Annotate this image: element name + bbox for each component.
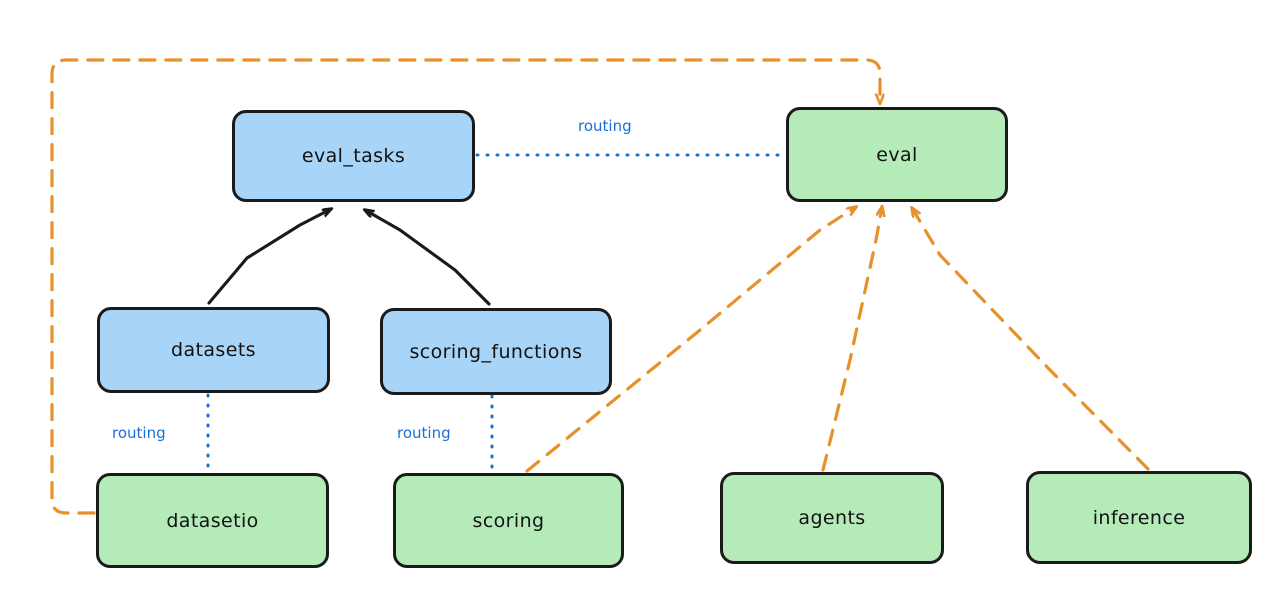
edge-scoring-to-eval [525, 207, 856, 473]
node-label-scoring: scoring [472, 509, 545, 532]
node-eval-tasks[interactable]: eval_tasks [232, 110, 475, 202]
edge-scoring-functions-to-eval-tasks [365, 210, 491, 306]
node-eval[interactable]: eval [786, 107, 1008, 202]
node-label-eval-tasks: eval_tasks [301, 145, 406, 167]
edge-inference-to-eval [912, 208, 1150, 471]
node-label-datasets: datasets [171, 339, 256, 361]
node-label-eval: eval [876, 143, 918, 166]
node-agents[interactable]: agents [720, 472, 944, 564]
node-scoring-functions[interactable]: scoring_functions [380, 308, 612, 395]
edge-label-routing-scoring: routing [397, 424, 451, 442]
node-label-inference: inference [1092, 506, 1186, 529]
edge-label-routing-eval: routing [578, 117, 632, 135]
edge-label-routing-datasets: routing [112, 424, 166, 442]
node-label-datasetio: datasetio [166, 509, 259, 532]
node-scoring[interactable]: scoring [393, 473, 624, 568]
node-label-scoring-functions: scoring_functions [409, 340, 583, 363]
node-datasetio[interactable]: datasetio [96, 473, 329, 568]
node-label-agents: agents [798, 507, 866, 529]
edge-datasetio-to-eval [50, 58, 880, 515]
edge-datasets-to-eval-tasks [207, 209, 331, 305]
edge-agents-to-eval [821, 207, 882, 472]
node-inference[interactable]: inference [1026, 471, 1252, 564]
node-datasets[interactable]: datasets [97, 307, 330, 393]
